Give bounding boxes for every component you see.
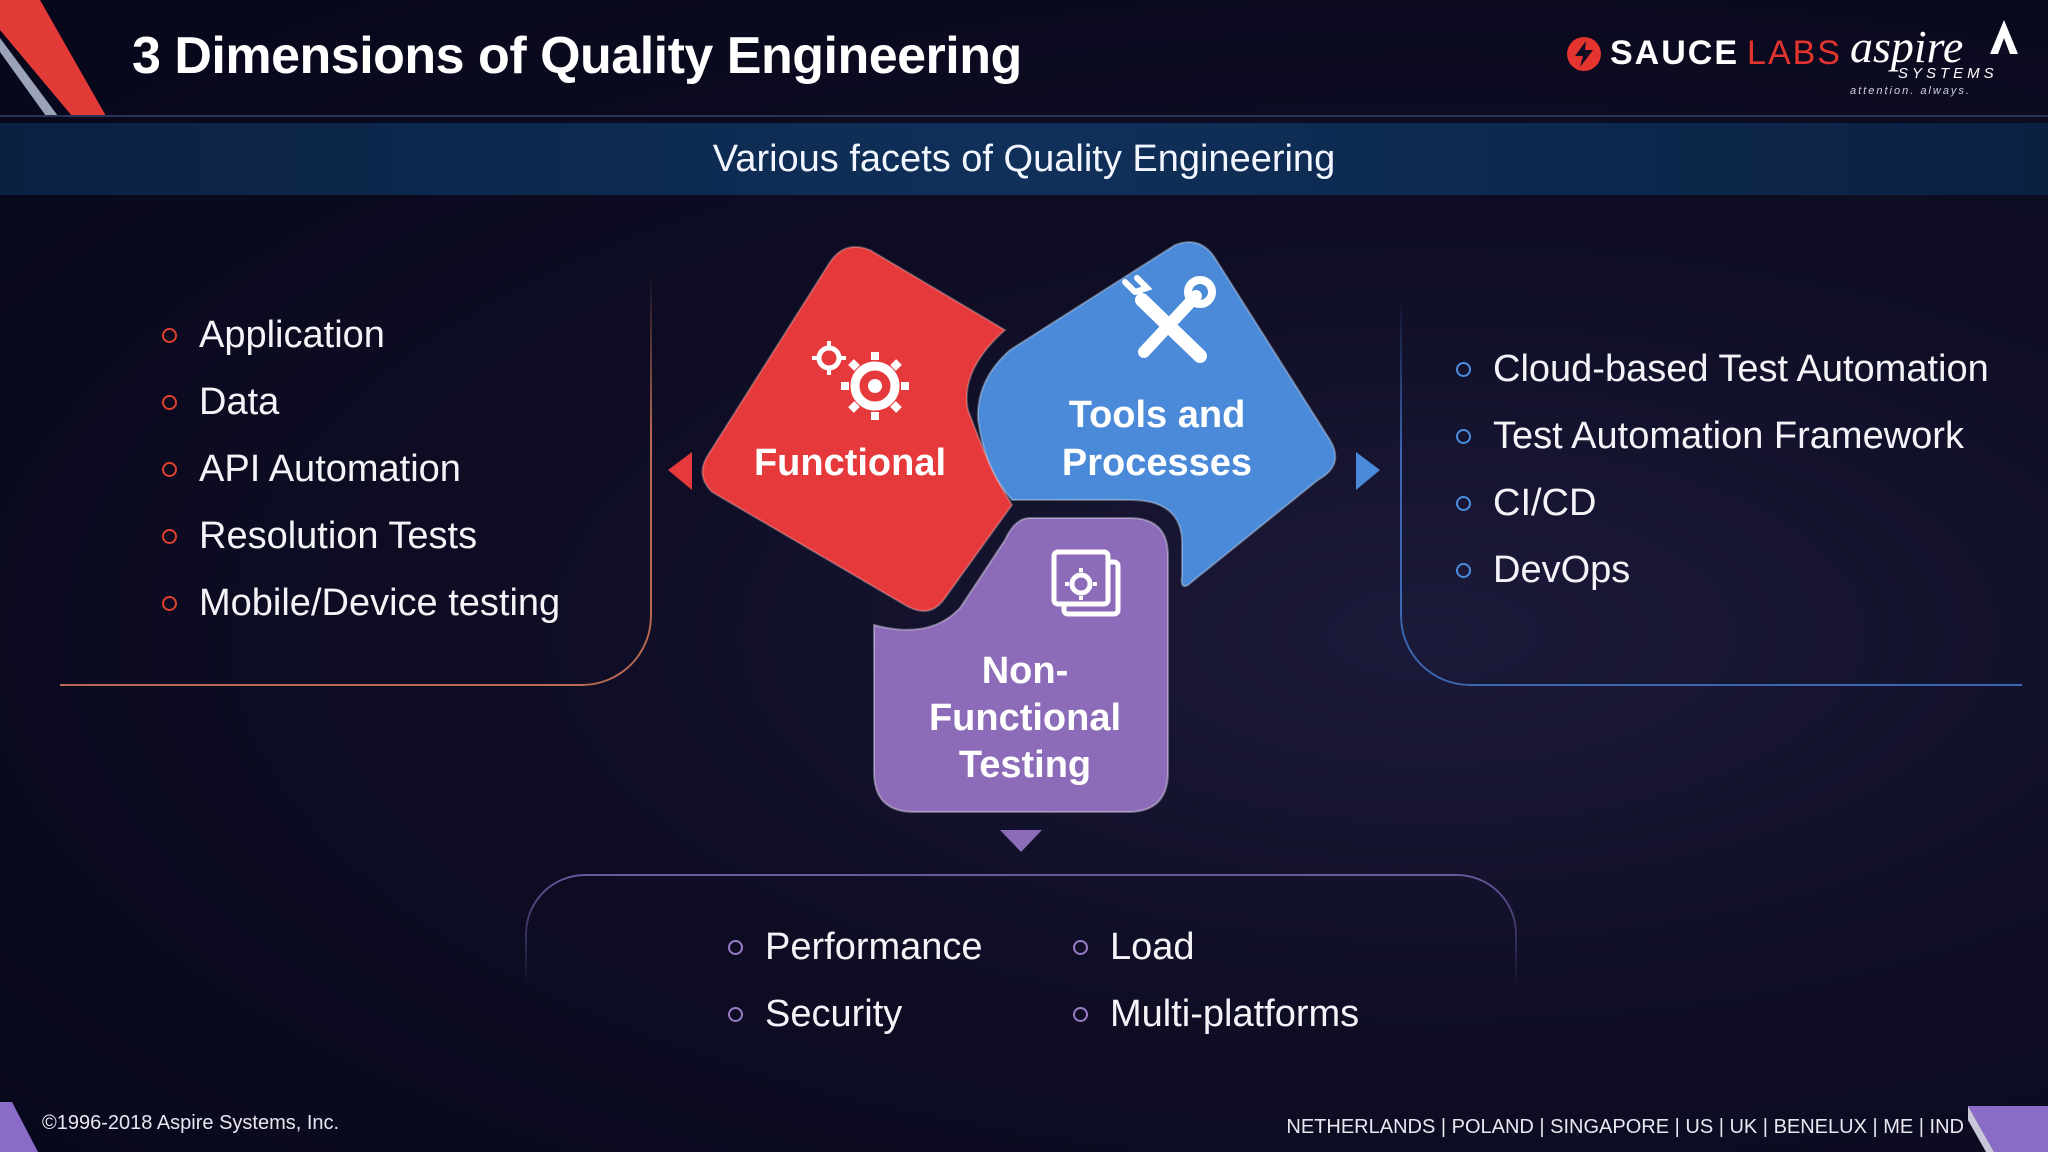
bullet-circle-icon <box>1456 429 1471 444</box>
bullet-circle-icon <box>162 328 177 343</box>
list-item: Cloud-based Test Automation <box>1456 336 1989 403</box>
list-item: Mobile/Device testing <box>162 570 560 637</box>
footer-left-stripe <box>0 1102 38 1152</box>
gears-icon <box>841 352 909 420</box>
bullet-circle-icon <box>728 1007 743 1022</box>
aspire-logo-word: aspire <box>1850 21 1963 72</box>
tools-items-list: Cloud-based Test Automation Test Automat… <box>1456 336 1989 604</box>
non-functional-label-line3: Testing <box>959 744 1091 786</box>
list-item: Security <box>728 981 983 1048</box>
non-functional-items-col2: Load Multi-platforms <box>1073 914 1359 1048</box>
footer-copyright: ©1996-2018 Aspire Systems, Inc. <box>42 1112 340 1134</box>
header-divider <box>0 115 2048 117</box>
list-item: Performance <box>728 914 983 981</box>
functional-label: Functional <box>754 442 946 484</box>
list-item: Resolution Tests <box>162 503 560 570</box>
saucelabs-text-sauce: SAUCE <box>1610 34 1740 72</box>
footer-right-stripe <box>1968 1106 2048 1152</box>
bullet-circle-icon <box>1456 563 1471 578</box>
list-item: Load <box>1073 914 1359 981</box>
bullet-circle-icon <box>162 529 177 544</box>
non-functional-items-frame <box>525 874 1517 1016</box>
functional-items-frame <box>60 270 652 686</box>
slide-subtitle: Various facets of Quality Engineering <box>712 137 1336 180</box>
tools-icon <box>1122 275 1216 363</box>
bullet-circle-icon <box>1073 940 1088 955</box>
subtitle-banner: Various facets of Quality Engineering <box>0 123 2048 195</box>
aspire-systems-logo: aspire SYSTEMS attention. always. <box>1850 20 2018 97</box>
list-item: Multi-platforms <box>1073 981 1359 1048</box>
saucelabs-bolt-icon <box>1567 36 1601 71</box>
bullet-circle-icon <box>162 596 177 611</box>
bullet-circle-icon <box>1456 362 1471 377</box>
list-item: CI/CD <box>1456 470 1989 537</box>
non-functional-label-line2: Functional <box>929 697 1121 739</box>
aspire-logo-sub: SYSTEMS <box>1898 65 1998 82</box>
aspire-logo-tagline: attention. always. <box>1850 85 1971 97</box>
left-arrow-icon <box>668 452 692 490</box>
saucelabs-text-labs: LABS <box>1747 34 1842 72</box>
bullet-circle-icon <box>1456 496 1471 511</box>
bullet-circle-icon <box>162 395 177 410</box>
settings-window-icon <box>1051 549 1121 617</box>
footer-countries: NETHERLANDS | POLAND | SINGAPORE | US | … <box>1286 1116 1964 1138</box>
list-item: Application <box>162 302 560 369</box>
functional-items-list: Application Data API Automation Resoluti… <box>162 302 560 637</box>
tools-shape <box>976 241 1337 588</box>
non-functional-shape <box>873 517 1169 813</box>
bullet-circle-icon <box>162 462 177 477</box>
tools-label-line1: Tools and <box>1069 394 1246 436</box>
list-item: API Automation <box>162 436 560 503</box>
down-arrow-icon <box>1000 830 1042 852</box>
tools-items-frame <box>1400 296 2022 686</box>
non-functional-items-col1: Performance Security <box>728 914 983 1048</box>
list-item: Data <box>162 369 560 436</box>
list-item: Test Automation Framework <box>1456 403 1989 470</box>
slide-title: 3 Dimensions of Quality Engineering <box>132 27 1022 85</box>
bullet-circle-icon <box>728 940 743 955</box>
aspire-emblem-icon <box>1990 20 2018 54</box>
right-arrow-icon <box>1356 452 1380 490</box>
functional-shape <box>701 246 1014 613</box>
tools-label-line2: Processes <box>1062 442 1252 484</box>
corner-stripe-decoration <box>0 0 106 116</box>
list-item: DevOps <box>1456 537 1989 604</box>
non-functional-label-line1: Non- <box>982 650 1069 692</box>
bullet-circle-icon <box>1073 1007 1088 1022</box>
small-gear-icon <box>812 341 846 375</box>
